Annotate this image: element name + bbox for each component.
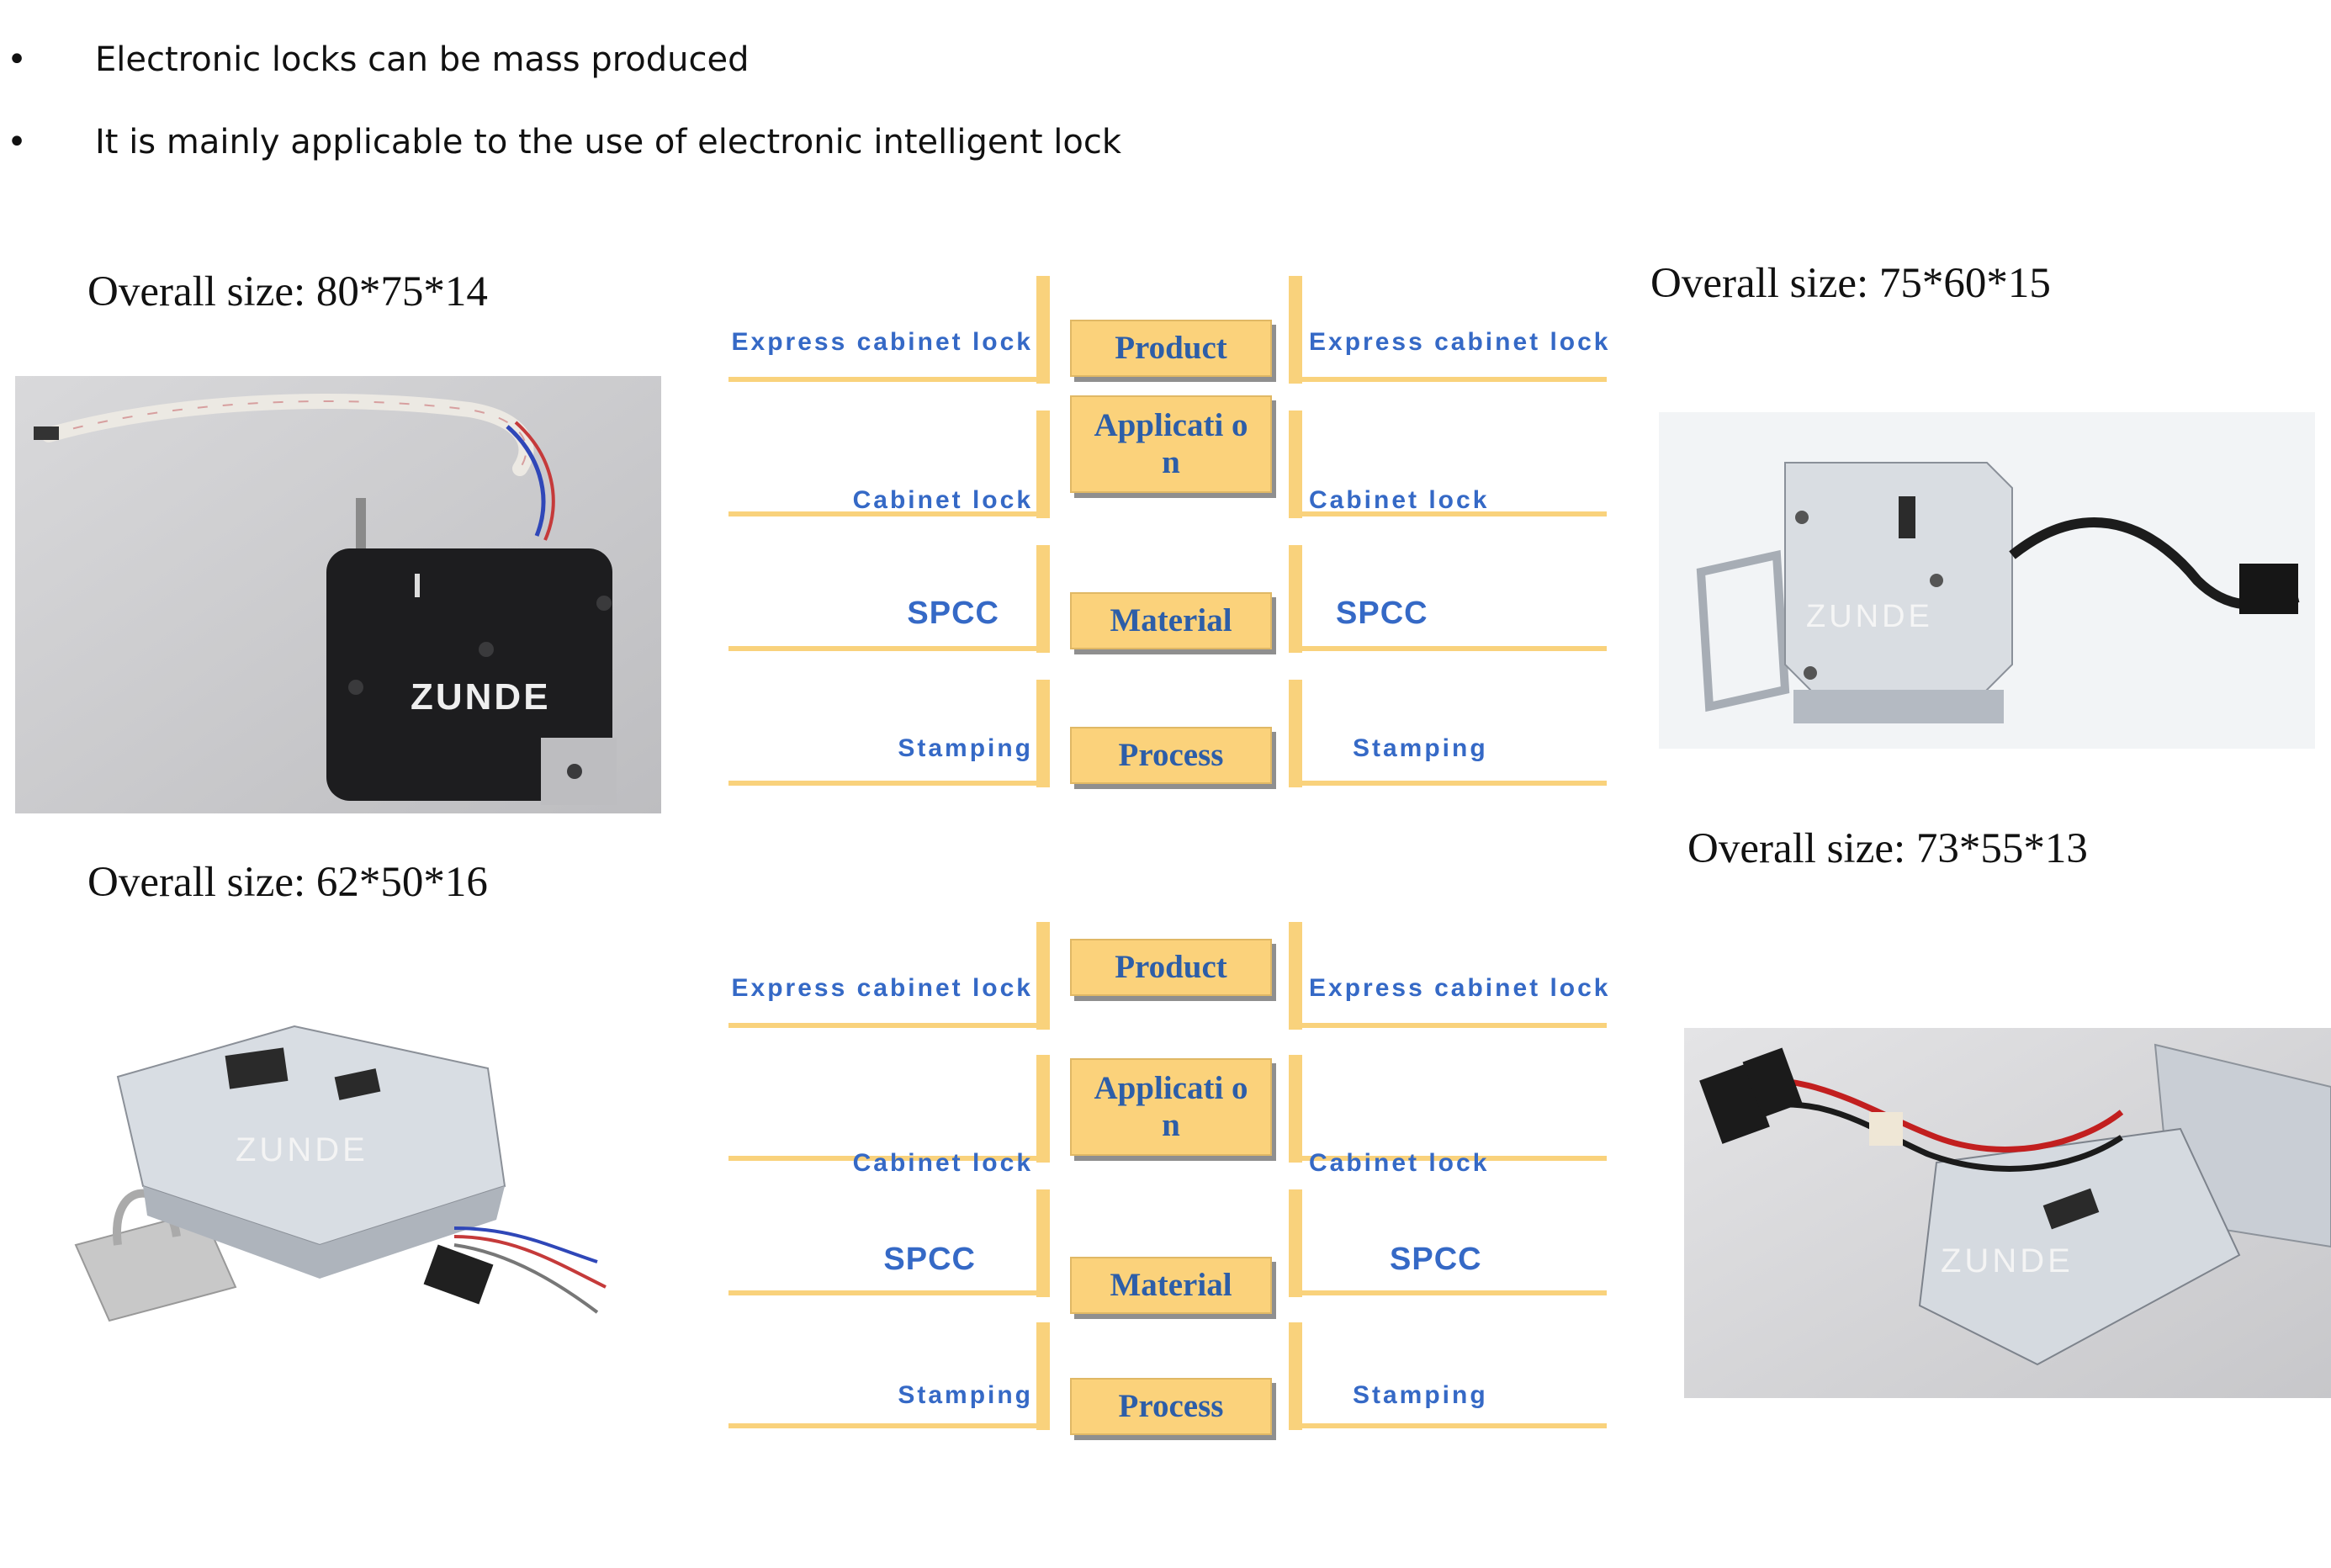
table-rule-right xyxy=(1289,646,1607,651)
table-category-label: Product xyxy=(1070,320,1272,377)
table-rule-left xyxy=(728,1290,1050,1295)
brand-text: ZUNDE xyxy=(1806,599,1933,634)
table-rule-right xyxy=(1289,1423,1607,1428)
table-category-label: Material xyxy=(1070,592,1272,649)
table-divider-left xyxy=(1036,545,1050,653)
silver-lock-image: ZUNDE xyxy=(1659,412,2315,749)
brand-text: ZUNDE xyxy=(411,676,551,718)
table-cell-right: Cabinet lock xyxy=(1309,486,1490,514)
table-divider-left xyxy=(1036,1322,1050,1430)
table-category-label: Product xyxy=(1070,939,1272,996)
table-cell-right: Cabinet lock xyxy=(1309,1149,1490,1177)
table-rule-left xyxy=(728,781,1050,786)
table-cell-left: Stamping xyxy=(898,734,1033,762)
silver-lock-image: ZUNDE xyxy=(59,1009,631,1363)
brand-text: ZUNDE xyxy=(236,1131,368,1168)
table-cell-left: SPCC xyxy=(883,1242,976,1277)
table-divider-right xyxy=(1289,1189,1302,1297)
table-cell-left: Express cabinet lock xyxy=(731,328,1033,356)
table-rule-left xyxy=(728,646,1050,651)
table-rule-right xyxy=(1289,377,1607,382)
table-cell-right: SPCC xyxy=(1336,596,1428,631)
table-category-text: Applicati on xyxy=(1094,1070,1248,1143)
bullet-text: Electronic locks can be mass produced xyxy=(95,40,750,79)
product-photo-black-lock: ZUNDE xyxy=(15,376,661,813)
brand-text: ZUNDE xyxy=(1941,1242,2074,1279)
table-cell-left: Cabinet lock xyxy=(852,486,1033,514)
product-photo-silver-lock-bottom-right: ZUNDE xyxy=(1684,1028,2331,1398)
size-label-top-right: Overall size: 75*60*15 xyxy=(1650,260,2051,307)
table-divider-left xyxy=(1036,1189,1050,1297)
table-cell-left: Cabinet lock xyxy=(852,1149,1033,1177)
silver-lock-image: ZUNDE xyxy=(1684,1028,2331,1398)
product-photo-silver-lock-top-right: ZUNDE xyxy=(1659,412,2315,749)
table-category-text: Material xyxy=(1110,1267,1232,1303)
table-rule-right xyxy=(1289,781,1607,786)
table-category-text: Process xyxy=(1118,1388,1224,1424)
table-category-text: Product xyxy=(1115,949,1227,985)
table-cell-left: Stamping xyxy=(898,1381,1033,1409)
table-divider-left xyxy=(1036,411,1050,518)
table-divider-right xyxy=(1289,276,1302,384)
table-divider-right xyxy=(1289,1055,1302,1163)
table-cell-right: Stamping xyxy=(1353,1381,1488,1409)
table-divider-right xyxy=(1289,680,1302,787)
bullet-item: • Electronic locks can be mass produced xyxy=(0,40,1178,87)
size-label-bottom-left: Overall size: 62*50*16 xyxy=(87,859,488,906)
table-divider-left xyxy=(1036,680,1050,787)
table-category-label: Applicati on xyxy=(1070,1058,1272,1156)
table-rule-left xyxy=(728,1023,1050,1028)
table-rule-right xyxy=(1289,511,1607,516)
table-cell-left: Express cabinet lock xyxy=(731,974,1033,1002)
bullet-symbol: • xyxy=(7,40,27,79)
table-rule-right xyxy=(1289,1023,1607,1028)
table-divider-left xyxy=(1036,276,1050,384)
table-category-text: Process xyxy=(1118,737,1224,773)
table-divider-right xyxy=(1289,545,1302,653)
table-category-text: Applicati on xyxy=(1094,407,1248,480)
table-rule-left xyxy=(728,377,1050,382)
table-rule-left xyxy=(728,511,1050,516)
table-category-label: Applicati on xyxy=(1070,395,1272,493)
black-lock-image: ZUNDE xyxy=(15,376,661,813)
table-divider-right xyxy=(1289,922,1302,1030)
bullet-text: It is mainly applicable to the use of el… xyxy=(95,123,1121,162)
table-divider-right xyxy=(1289,411,1302,518)
product-photo-silver-lock-left: ZUNDE xyxy=(59,1009,631,1363)
table-divider-right xyxy=(1289,1322,1302,1430)
size-label-bottom-right: Overall size: 73*55*13 xyxy=(1687,825,2088,872)
table-cell-right: Express cabinet lock xyxy=(1309,328,1611,356)
table-category-label: Material xyxy=(1070,1257,1272,1314)
table-cell-right: SPCC xyxy=(1390,1242,1482,1277)
table-category-label: Process xyxy=(1070,1378,1272,1435)
table-category-label: Process xyxy=(1070,727,1272,784)
table-cell-right: Stamping xyxy=(1353,734,1488,762)
table-divider-left xyxy=(1036,1055,1050,1163)
table-rule-right xyxy=(1289,1156,1607,1161)
table-cell-right: Express cabinet lock xyxy=(1309,974,1611,1002)
bullet-item: • It is mainly applicable to the use of … xyxy=(0,123,1178,170)
table-cell-left: SPCC xyxy=(907,596,999,631)
table-category-text: Material xyxy=(1110,602,1232,638)
table-rule-left xyxy=(728,1156,1050,1161)
bullet-symbol: • xyxy=(7,123,27,162)
table-divider-left xyxy=(1036,922,1050,1030)
table-rule-left xyxy=(728,1423,1050,1428)
size-label-top-left: Overall size: 80*75*14 xyxy=(87,268,488,315)
table-rule-right xyxy=(1289,1290,1607,1295)
table-category-text: Product xyxy=(1115,330,1227,366)
